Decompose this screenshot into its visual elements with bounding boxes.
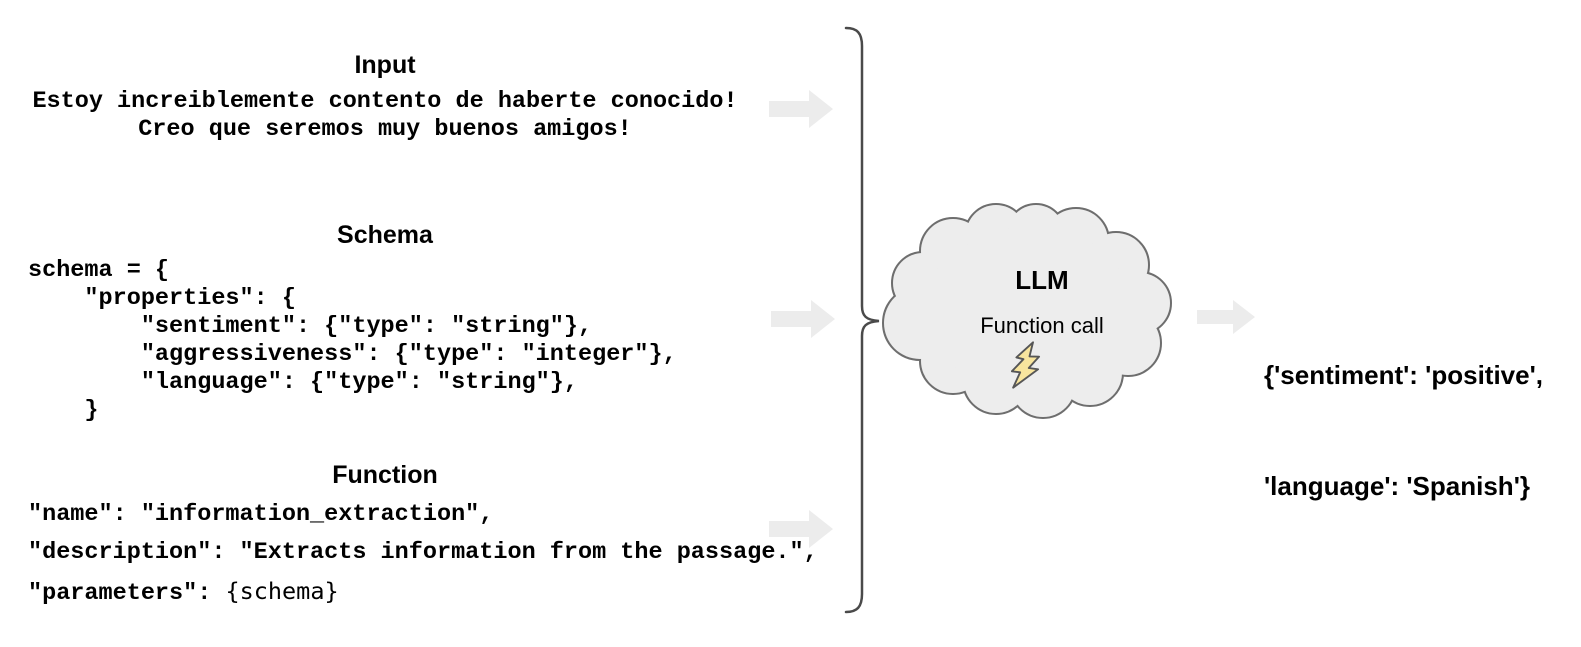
code-line: "aggressiveness": {"type": "integer"}, [28, 341, 677, 368]
code-line: "name": "information_extraction", [28, 501, 494, 528]
output-arrow-icon [1197, 300, 1255, 334]
output-line: 'language': 'Spanish'} [1264, 471, 1530, 501]
schema-code: schema = { "properties": { "sentiment": … [28, 257, 742, 425]
code-line: schema = { [28, 257, 170, 284]
lightning-bolt-icon [1011, 341, 1041, 389]
input-text: Estoy increiblemente contento de haberte… [28, 88, 742, 144]
llm-cloud: LLM Function call [878, 203, 1176, 433]
cloud-icon [882, 203, 1172, 419]
input-arrow-icon [769, 90, 833, 128]
code-line: "description": "Extracts information fro… [28, 539, 818, 566]
input-section: Input Estoy increiblemente contento de h… [28, 50, 742, 144]
function-arrow-icon [769, 510, 833, 548]
function-section: Function "name": "information_extraction… [28, 460, 818, 613]
function-title: Function [332, 461, 438, 489]
input-text-line: Estoy increiblemente contento de haberte… [32, 88, 738, 115]
input-title: Input [354, 51, 416, 79]
grouping-brace [844, 26, 880, 614]
code-line: "sentiment": {"type": "string"}, [28, 313, 593, 340]
schema-section: Schema schema = { "properties": { "senti… [28, 220, 742, 425]
function-code: "name": "information_extraction", "descr… [28, 496, 818, 613]
code-line: } [28, 397, 99, 424]
schema-arrow-icon [771, 300, 835, 338]
function-call-label: Function call [980, 313, 1104, 338]
code-line: "properties": { [28, 285, 296, 312]
code-line: "language": {"type": "string"}, [28, 369, 578, 396]
schema-reference-token: {schema} [225, 577, 339, 605]
output-text: {'sentiment': 'positive', 'language': 'S… [1264, 283, 1543, 579]
parameters-label: "parameters": [28, 580, 226, 607]
input-text-line: Creo que seremos muy buenos amigos! [138, 116, 632, 143]
schema-title: Schema [337, 221, 433, 249]
llm-title: LLM [1015, 265, 1069, 295]
output-line: {'sentiment': 'positive', [1264, 360, 1544, 390]
code-line: "parameters": {schema} [28, 572, 742, 613]
